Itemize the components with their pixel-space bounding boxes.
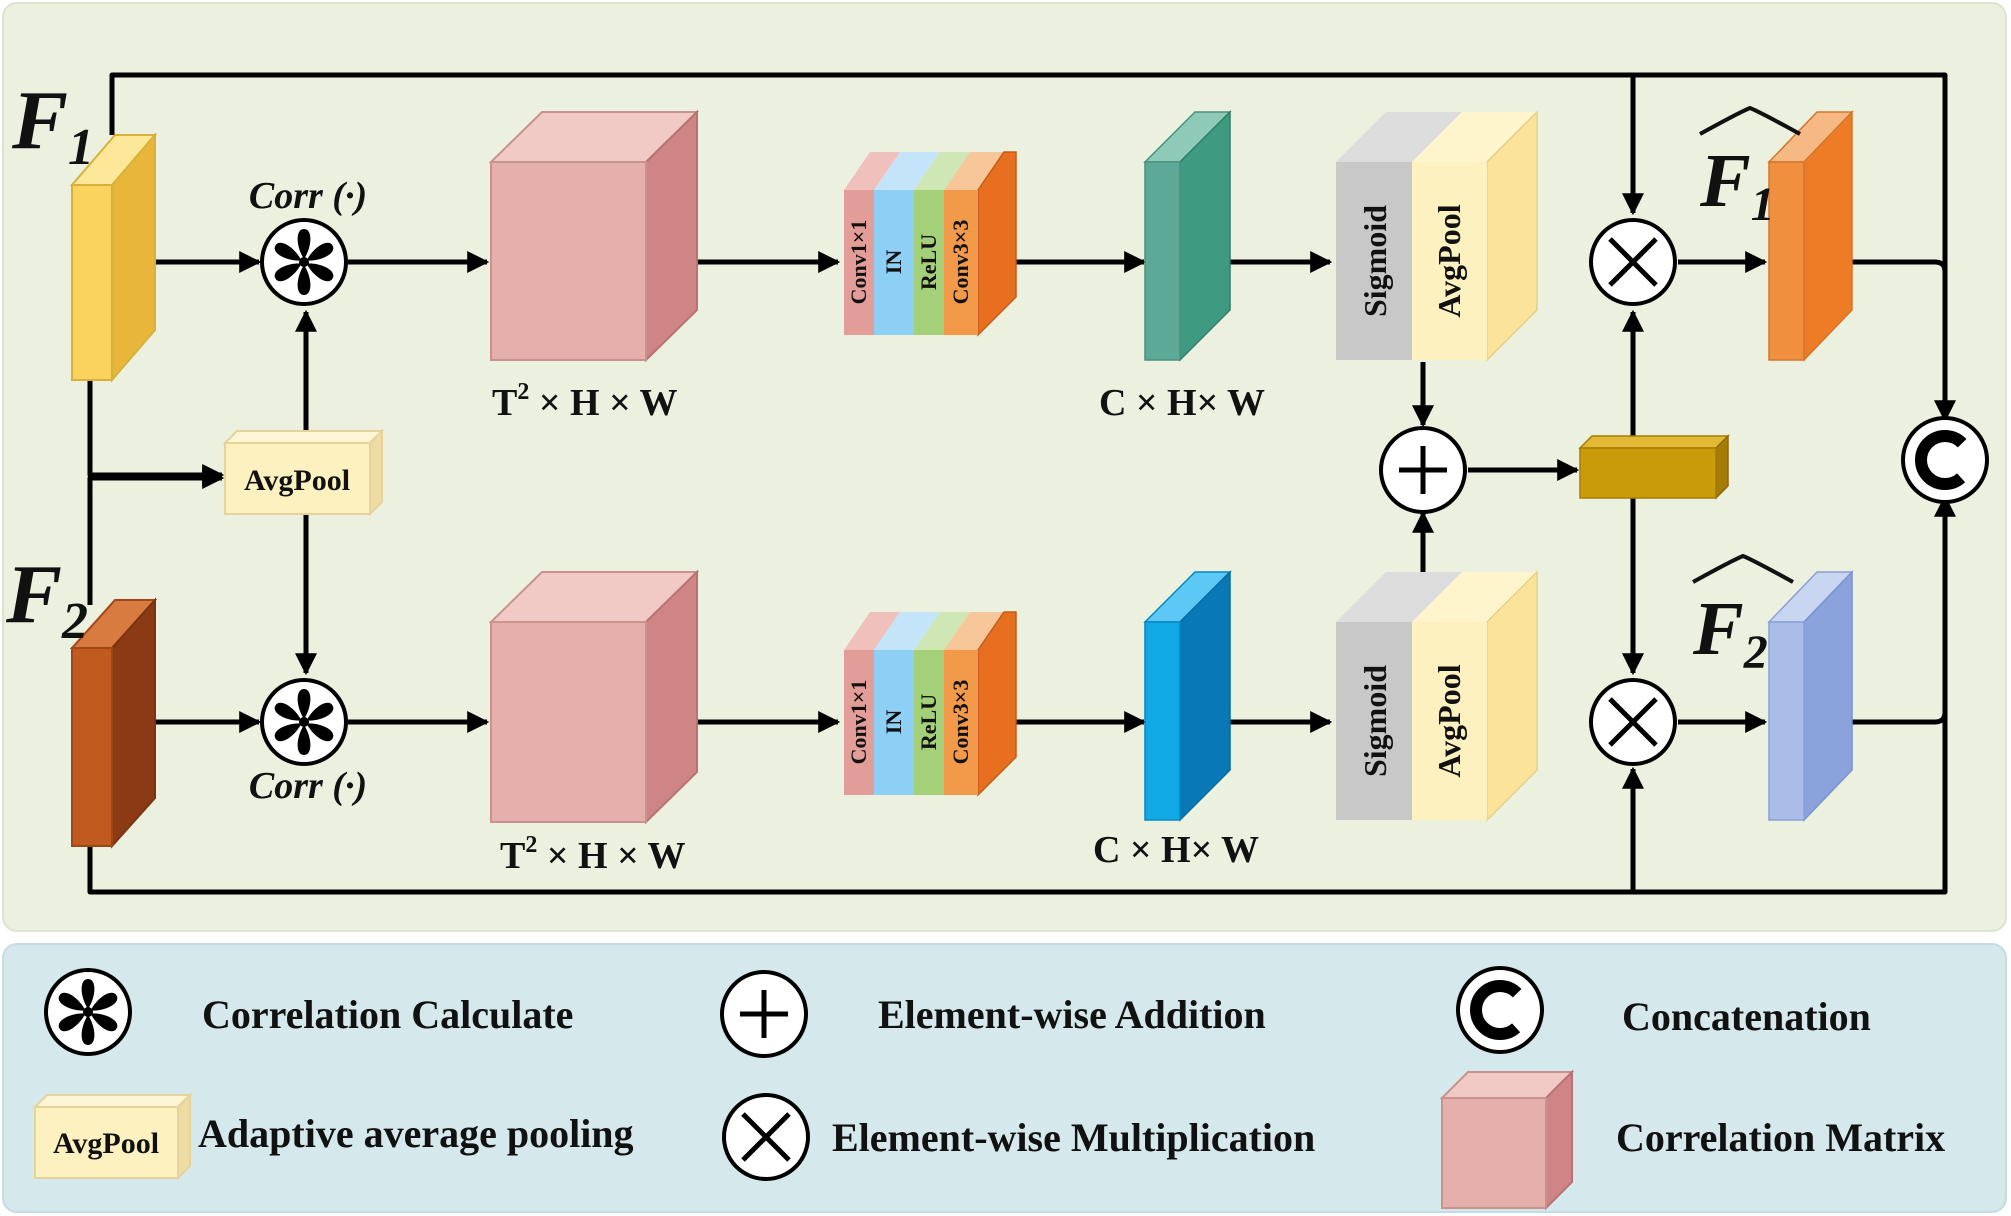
legend-panel xyxy=(2,943,2007,1213)
legend-correlation-label: Correlation Calculate xyxy=(202,992,573,1037)
concatenation-op xyxy=(1901,416,1989,504)
legend-concatenation-label: Concatenation xyxy=(1622,994,1871,1039)
conv-layer-label: Conv3×3 xyxy=(948,220,973,305)
correlation-matrix-cube-bottom xyxy=(488,569,700,825)
attention-avgpool-label-top: AvgPool xyxy=(1431,204,1467,317)
corr-label-bottom: Corr (·) xyxy=(249,765,367,807)
conv-layer-label: ReLU xyxy=(916,234,941,290)
connection-lines xyxy=(87,72,1957,895)
f1-hat-symbol xyxy=(1699,105,1801,136)
conv-layer-label: Conv3×3 xyxy=(948,680,973,765)
feature-slab-bottom xyxy=(1143,570,1232,822)
corr-matrix-dim-bottom: T2 × H × W xyxy=(500,832,686,877)
conv-layer-label: IN xyxy=(881,710,906,735)
f2-hat-symbol xyxy=(1692,553,1794,584)
f1-input-feature xyxy=(69,132,158,383)
legend-avgpool-box-label: AvgPool xyxy=(53,1127,159,1160)
f1-hat-label: F1 xyxy=(1699,139,1775,231)
correlation-matrix-cube-top xyxy=(488,109,700,363)
f2-hat-label: F2 xyxy=(1692,587,1768,679)
legend-correlation-matrix-cube xyxy=(1439,1069,1575,1211)
legend-adaptive-pooling-label: Adaptive average pooling xyxy=(198,1111,634,1156)
attention-block-top: Sigmoid AvgPool xyxy=(1336,110,1538,362)
legend-addition-label: Element-wise Addition xyxy=(878,992,1266,1037)
multiplication-op-top xyxy=(1589,218,1677,306)
legend-correlation-matrix-label: Correlation Matrix xyxy=(1616,1115,1945,1160)
attention-avgpool-label-bottom: AvgPool xyxy=(1431,664,1467,777)
avgpool-block: AvgPool xyxy=(222,428,385,517)
f1-hat-output-feature xyxy=(1767,110,1854,362)
legend-avgpool-box: AvgPool xyxy=(32,1092,193,1181)
f2-input-label: F2 xyxy=(5,548,88,650)
conv-layer-label: ReLU xyxy=(916,694,941,750)
f2-hat-output-feature xyxy=(1767,570,1854,822)
legend-multiplication-icon xyxy=(722,1093,810,1181)
sigmoid-label-bottom: Sigmoid xyxy=(1357,665,1393,777)
sigmoid-label-top: Sigmoid xyxy=(1357,205,1393,317)
conv-block-bottom: Conv1×1 IN ReLU Conv3×3 xyxy=(844,611,1017,797)
addition-op xyxy=(1379,426,1467,514)
avgpool-label: AvgPool xyxy=(244,464,350,497)
fused-feature-bar xyxy=(1578,434,1730,500)
attention-block-bottom: Sigmoid AvgPool xyxy=(1336,570,1538,822)
legend-multiplication-label: Element-wise Multiplication xyxy=(832,1115,1315,1160)
correlation-op-top xyxy=(260,218,348,306)
corr-matrix-dim-top: T2 × H × W xyxy=(492,379,678,424)
legend-concatenation-icon xyxy=(1456,966,1544,1054)
feature-dim-top: C × H× W xyxy=(1099,382,1265,424)
legend-addition-icon xyxy=(720,970,808,1058)
feature-slab-top xyxy=(1143,110,1232,362)
multiplication-op-bottom xyxy=(1589,678,1677,766)
correlation-op-bottom xyxy=(260,678,348,766)
legend-correlation-icon xyxy=(44,968,132,1056)
f1-input-label: F1 xyxy=(11,74,94,176)
f2-input-feature xyxy=(69,597,158,849)
conv-layer-label: Conv1×1 xyxy=(846,680,871,765)
feature-dim-bottom: C × H× W xyxy=(1093,829,1259,871)
conv-layer-label: IN xyxy=(881,250,906,275)
conv-block-top: Conv1×1 IN ReLU Conv3×3 xyxy=(844,151,1017,337)
conv-layer-label: Conv1×1 xyxy=(846,220,871,305)
corr-label-top: Corr (·) xyxy=(249,175,367,217)
